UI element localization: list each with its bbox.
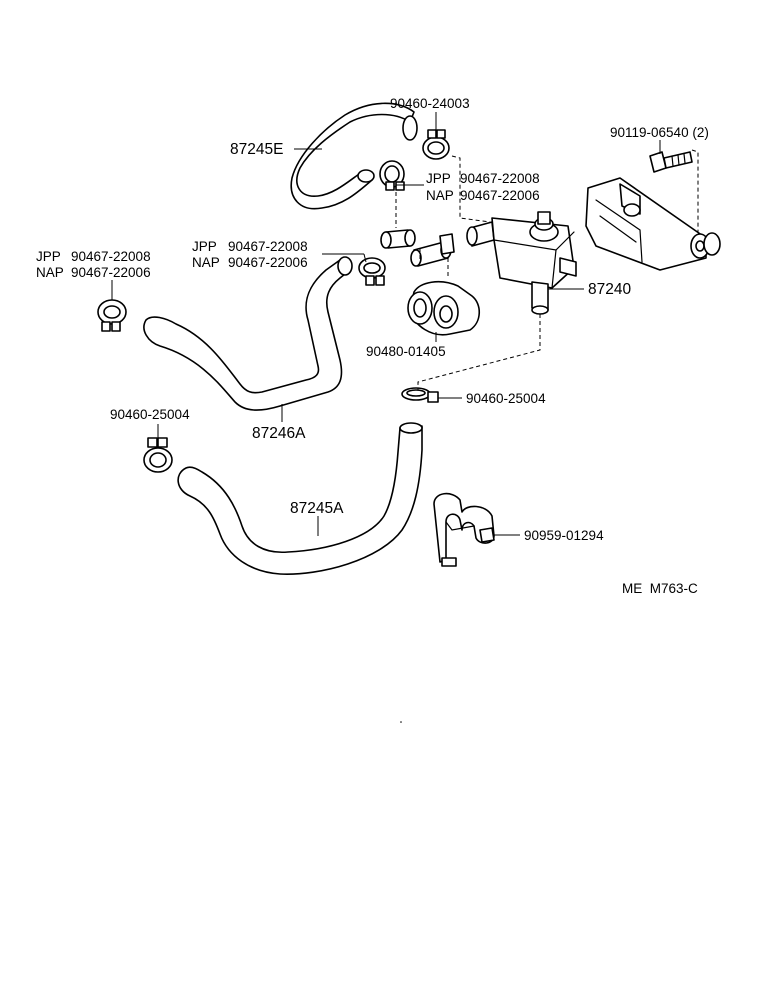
part-labels: 87245E 90460-24003 90119-06540 (2) JPP 9… — [36, 96, 709, 596]
label-87246a: 87246A — [252, 425, 306, 442]
clamp-mid-jpp-nap[interactable] — [358, 257, 386, 286]
clamp-90460-25004-right[interactable] — [401, 387, 439, 403]
hose-87245e[interactable] — [290, 102, 418, 210]
label-nap-upper-part: 90467-22006 — [460, 188, 540, 203]
label-nap-left-code: NAP — [36, 265, 64, 280]
tube-connector-left[interactable] — [380, 229, 416, 249]
clamp-upper-jpp-nap[interactable] — [379, 160, 405, 191]
label-nap-upper-code: NAP — [426, 188, 454, 203]
label-90460-25004-right: 90460-25004 — [466, 391, 546, 406]
label-90119-06540: 90119-06540 (2) — [610, 125, 709, 140]
label-jpp-upper-code: JPP — [426, 171, 451, 186]
hose-87246a[interactable] — [143, 256, 353, 411]
tube-connector-right[interactable] — [410, 233, 455, 267]
grommet-90480-01405[interactable] — [407, 280, 481, 336]
valve-87240[interactable] — [466, 211, 577, 315]
clamp-90460-25004-left[interactable] — [143, 437, 173, 473]
label-90480-01405: 90480-01405 — [366, 344, 446, 359]
label-nap-mid-part: 90467-22006 — [228, 255, 308, 270]
scan-dot — [400, 721, 402, 723]
diagram-code: ME M763-C — [622, 581, 698, 596]
label-90460-24003: 90460-24003 — [390, 96, 470, 111]
clamp-left-jpp-nap[interactable] — [97, 299, 127, 332]
bracket[interactable] — [585, 177, 721, 271]
label-jpp-mid-code: JPP — [192, 239, 217, 254]
clip-90959-01294[interactable] — [433, 492, 495, 567]
label-90959-01294: 90959-01294 — [524, 528, 604, 543]
label-jpp-left-code: JPP — [36, 249, 61, 264]
label-nap-mid-code: NAP — [192, 255, 220, 270]
label-jpp-left-part: 90467-22008 — [71, 249, 151, 264]
label-90460-25004-left: 90460-25004 — [110, 407, 190, 422]
hose-87245a[interactable] — [177, 422, 423, 575]
label-nap-left-part: 90467-22006 — [71, 265, 151, 280]
bolt-90119-06540[interactable] — [649, 151, 693, 173]
label-87245a: 87245A — [290, 500, 344, 517]
label-jpp-upper-part: 90467-22008 — [460, 171, 540, 186]
clamp-90460-24003[interactable] — [422, 129, 450, 160]
label-87245e: 87245E — [230, 141, 283, 158]
label-jpp-mid-part: 90467-22008 — [228, 239, 308, 254]
leader-lines — [111, 112, 699, 536]
label-87240: 87240 — [588, 281, 631, 298]
